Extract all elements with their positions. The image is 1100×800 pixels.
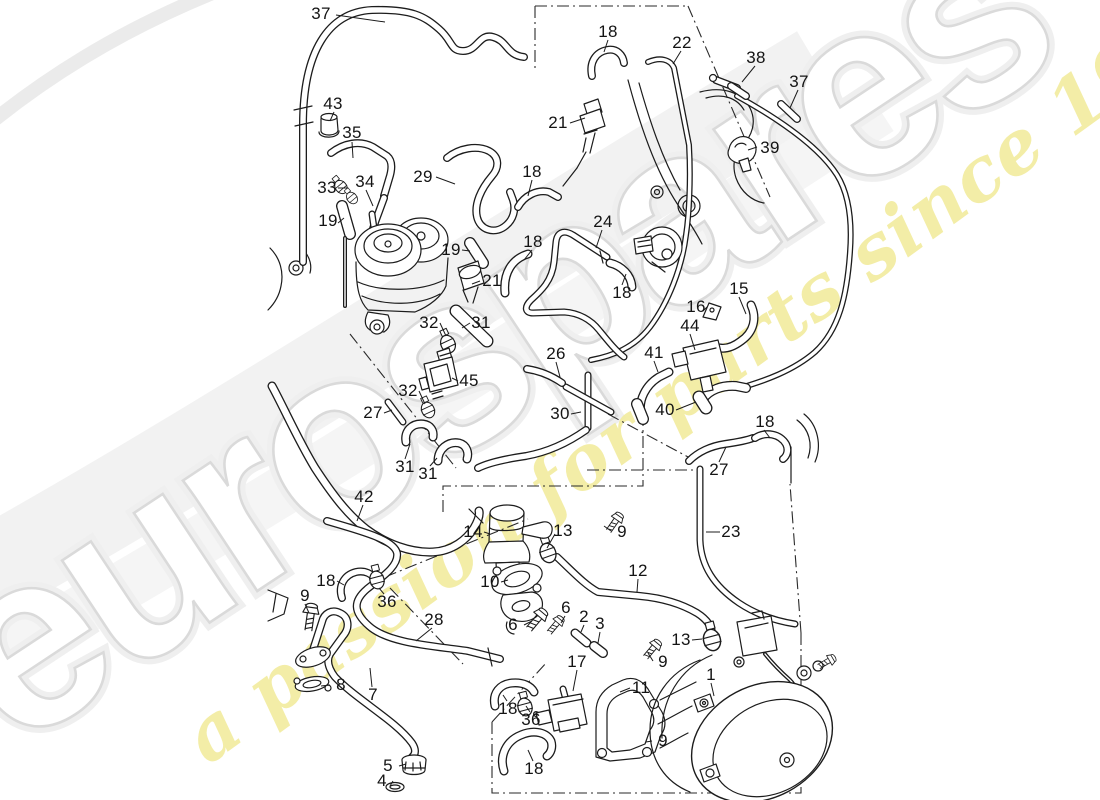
part-callout-13: 13 [671,630,691,649]
part-callout-40: 40 [655,400,675,419]
part-callout-18: 18 [316,571,336,590]
part-callout-18: 18 [523,232,543,251]
part-callout-32: 32 [419,313,439,332]
part-callout-31: 31 [395,457,415,476]
part-callout-30: 30 [550,404,570,423]
part-callout-19: 19 [441,240,461,259]
part-callout-45: 45 [459,371,479,390]
part-callout-18: 18 [612,283,632,302]
part-callout-21: 21 [482,271,502,290]
part-callout-18: 18 [755,412,775,431]
part-callout-11: 11 [631,678,651,697]
part-callout-29: 29 [413,167,433,186]
part-callout-18: 18 [524,759,544,778]
part-callout-37: 37 [789,72,809,91]
part-callout-6: 6 [561,598,571,617]
boundary-dash-lines [349,5,802,794]
part-callout-39: 39 [760,138,780,157]
part-callout-10: 10 [480,572,500,591]
callout-leader-lines [304,14,799,787]
part-callout-23: 23 [721,522,741,541]
part-callout-26: 26 [546,344,566,363]
part-callout-41: 41 [644,343,664,362]
part-callout-16: 16 [686,297,706,316]
part-callout-35: 35 [342,123,362,142]
part-callout-18: 18 [522,162,542,181]
part-callout-7: 7 [368,685,378,704]
part-callout-32: 32 [398,381,418,400]
part-callout-21: 21 [548,113,568,132]
part-callout-8: 8 [336,675,346,694]
part-callout-43: 43 [323,94,343,113]
watermark-swoosh [0,0,843,619]
fittings-and-hardware [293,73,839,800]
part-callout-34: 34 [355,172,375,191]
part-callout-4: 4 [377,771,387,790]
part-callout-36: 36 [521,710,541,729]
part-callout-27: 27 [709,460,729,479]
part-callout-5: 5 [383,756,393,775]
part-callout-27: 27 [363,403,383,422]
part-callout-6: 6 [508,615,518,634]
part-callout-31: 31 [471,313,491,332]
part-callout-42: 42 [354,487,374,506]
part-callout-9: 9 [658,731,668,750]
part-callout-19: 19 [318,211,338,230]
part-callout-17: 17 [567,652,587,671]
part-callout-14: 14 [463,522,483,541]
part-callout-22: 22 [672,33,692,52]
part-callout-18: 18 [498,699,518,718]
part-callout-18: 18 [598,22,618,41]
part-callout-9: 9 [617,522,627,541]
part-callout-3: 3 [595,614,605,633]
part-callout-36: 36 [377,592,397,611]
part-callout-12: 12 [628,561,648,580]
part-callout-28: 28 [424,610,444,629]
part-callout-24: 24 [593,212,613,231]
part-callout-15: 15 [729,279,749,298]
part-callout-9: 9 [658,652,668,671]
part-callout-37: 37 [311,4,331,23]
part-callout-9: 9 [300,586,310,605]
part-callout-44: 44 [680,316,700,335]
part-callout-13: 13 [553,521,573,540]
part-callout-1: 1 [706,665,716,684]
part-callout-31: 31 [418,464,438,483]
part-callout-2: 2 [579,607,589,626]
part-callout-33: 33 [317,178,337,197]
part-callout-38: 38 [746,48,766,67]
